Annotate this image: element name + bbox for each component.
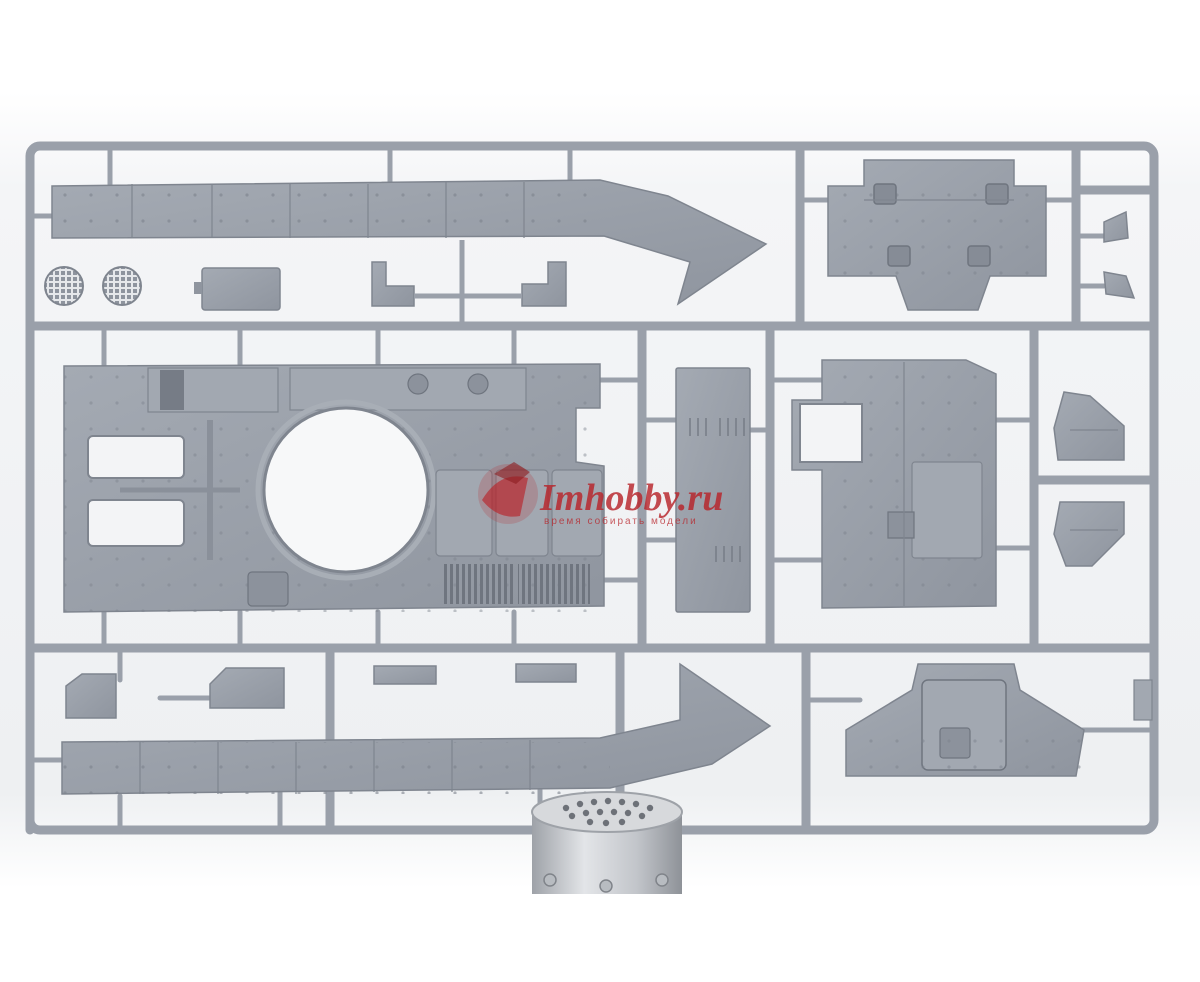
rear-hull-plate [791,359,997,609]
metal-holder [531,791,683,894]
bracket-part-left [371,261,415,307]
fender-lower [61,662,772,795]
small-bar-right [515,663,577,683]
watermark-logo-icon [478,462,538,524]
angled-block-lower [1053,501,1125,567]
mesh-disc-left [44,266,84,306]
mesh-disc-right [102,266,142,306]
small-tag-right [1133,679,1153,721]
fender-upper [51,179,768,306]
watermark-site-text: Imhobby.ru [539,477,723,519]
small-clip-lower [1103,271,1136,299]
glacis-plate [827,159,1047,311]
small-bar-left [373,665,437,685]
small-plate-mid [209,667,285,709]
transmission-cover [845,663,1085,777]
small-hatch-plate [194,267,281,311]
small-plate-left [65,673,117,719]
small-clip-upper [1103,210,1129,243]
hull-top-plate [63,363,605,613]
watermark: Imhobby.ru время собирать модели [478,462,723,527]
sprue-gates [27,143,1157,833]
angled-block-upper [1053,391,1125,461]
bracket-part-right [521,261,567,307]
narrow-side-plate [675,367,751,613]
watermark-tagline-text: время собирать модели [544,515,698,527]
